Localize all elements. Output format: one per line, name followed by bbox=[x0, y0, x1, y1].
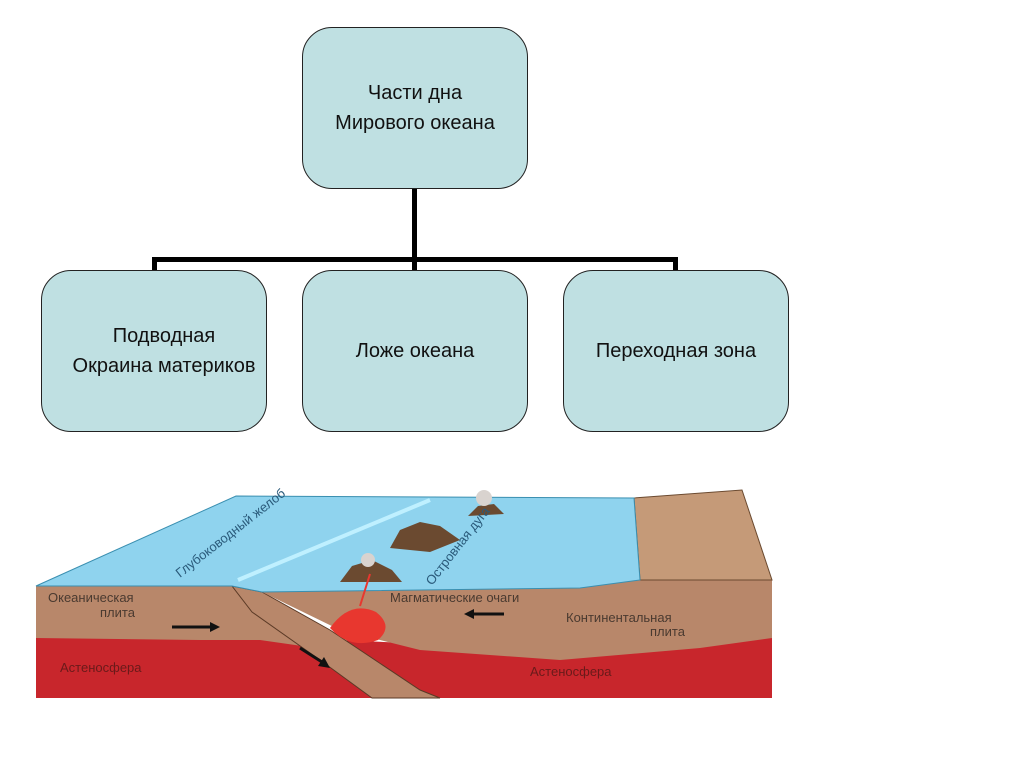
plate-motion-arrowhead bbox=[464, 609, 474, 619]
root-node-line2: Мирового океана bbox=[335, 112, 495, 134]
connector-root-trunk bbox=[412, 189, 417, 259]
plate-motion-arrowhead bbox=[210, 622, 220, 632]
label-asthenosphere-right: Астеносфера bbox=[530, 664, 612, 679]
node-transition-zone: Переходная зона bbox=[563, 270, 789, 432]
island-arc-island bbox=[468, 504, 504, 516]
volcano-smoke bbox=[361, 553, 375, 567]
subducting-slab bbox=[230, 585, 441, 699]
subduction-arrowhead bbox=[318, 657, 330, 668]
connector-middle bbox=[412, 257, 417, 270]
volcano-smoke bbox=[476, 490, 492, 506]
label-continental-plate-1: Континентальная bbox=[566, 610, 672, 625]
node-continental-margin-line1: Подводная bbox=[112, 325, 216, 347]
label-oceanic-plate-2: плита bbox=[100, 605, 136, 620]
node-transition-zone-label: Переходная зона bbox=[595, 340, 757, 362]
ocean-surface bbox=[35, 495, 641, 593]
root-node: Части дна Мирового океана bbox=[302, 27, 528, 189]
continental-crust bbox=[262, 580, 772, 660]
island-arc-island bbox=[340, 560, 402, 582]
node-ocean-floor-label: Ложе океана bbox=[355, 340, 475, 362]
label-asthenosphere-left: Астеносфера bbox=[60, 660, 142, 675]
continent-surface bbox=[633, 489, 773, 581]
label-oceanic-plate-1: Океаническая bbox=[48, 590, 134, 605]
magma-conduit bbox=[359, 573, 371, 607]
magma-chamber bbox=[330, 608, 386, 644]
label-continental-plate-2: плита bbox=[650, 624, 686, 639]
trench-line bbox=[237, 498, 431, 582]
node-ocean-floor: Ложе океана bbox=[302, 270, 528, 432]
connector-right bbox=[673, 257, 678, 270]
node-continental-margin-line2: Окраина материков bbox=[72, 355, 256, 377]
subduction-arrow bbox=[299, 646, 323, 664]
connector-left bbox=[152, 257, 157, 270]
label-magma-chambers: Магматические очаги bbox=[390, 590, 519, 605]
node-continental-margin: Подводная Окраина материков bbox=[41, 270, 267, 432]
root-node-line1: Части дна bbox=[367, 82, 463, 104]
island-arc-island bbox=[390, 522, 460, 552]
